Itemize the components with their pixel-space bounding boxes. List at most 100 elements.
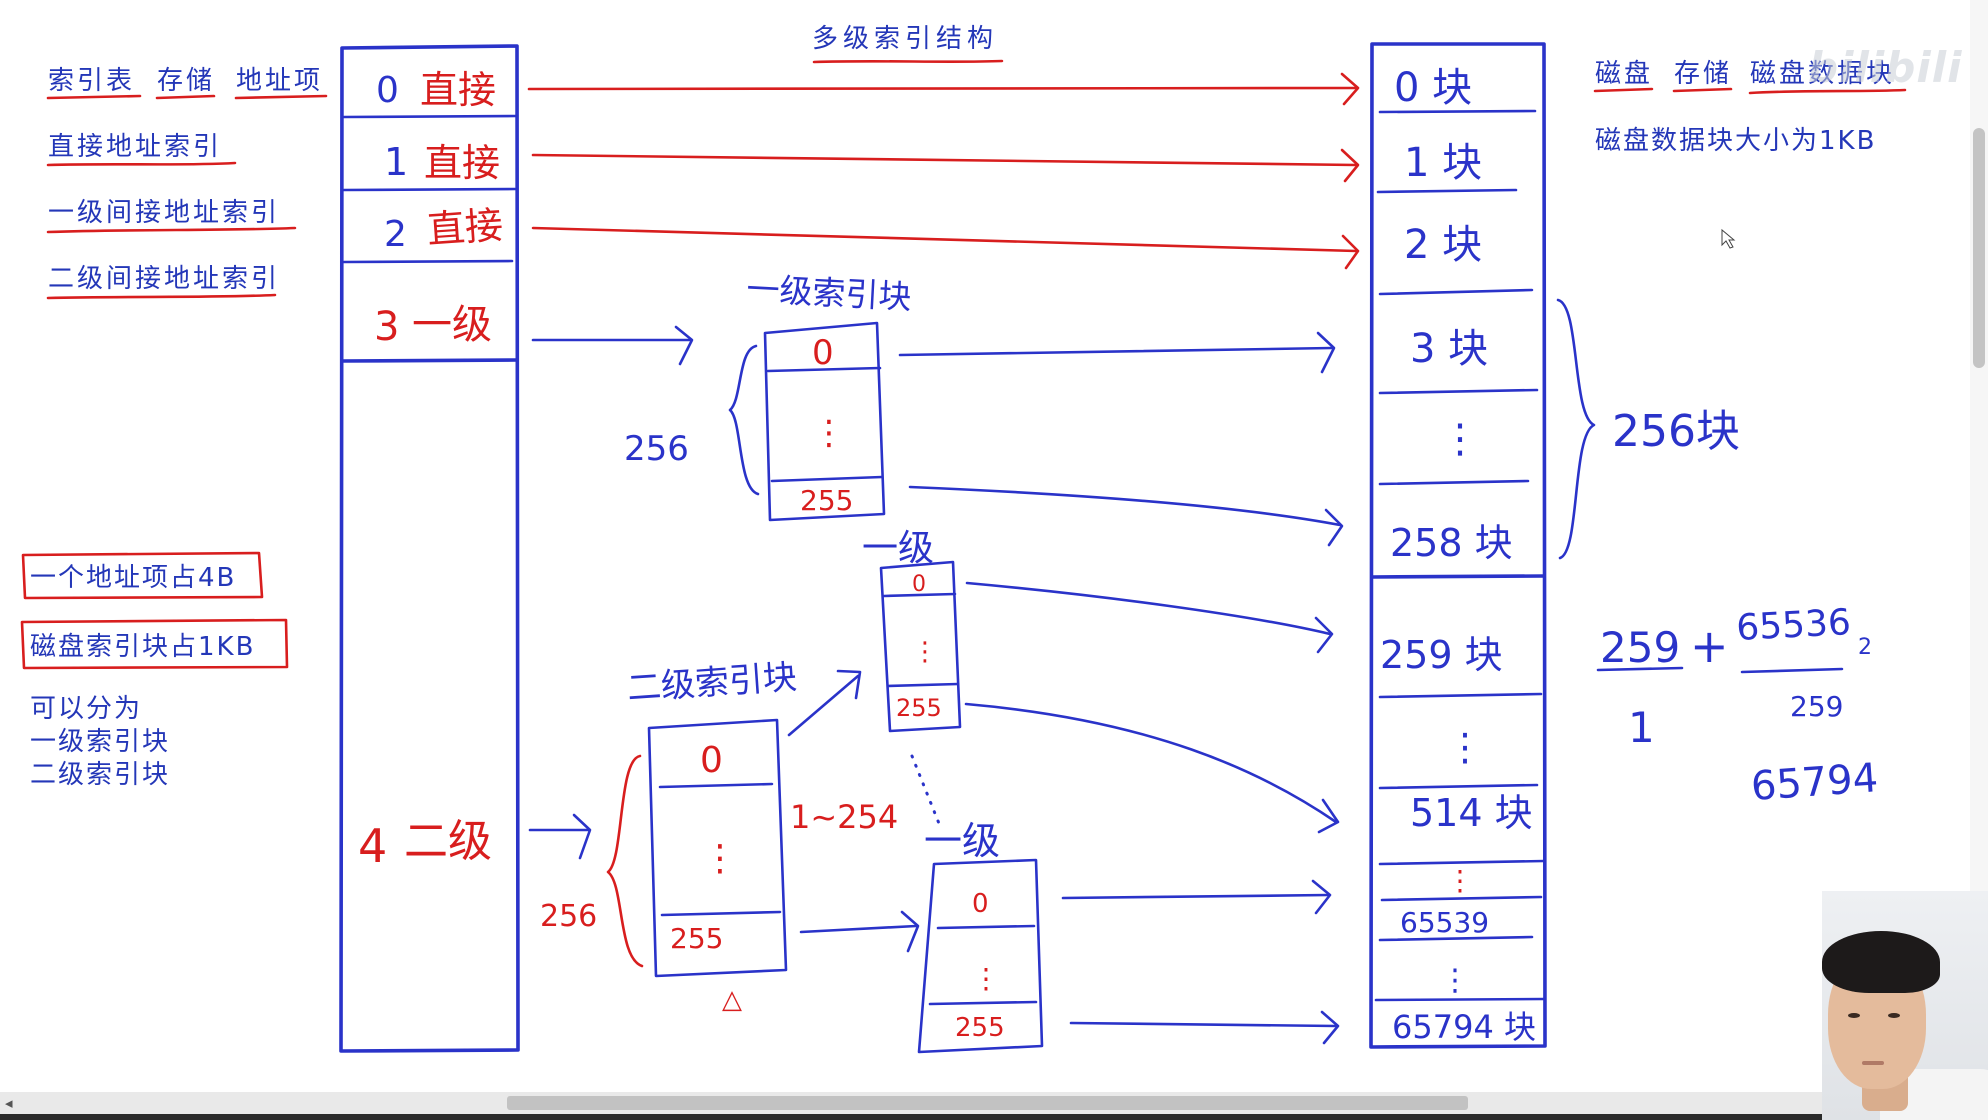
index-entry-first: 0 — [700, 740, 723, 781]
index-entry-ellipsis: ⋮ — [912, 637, 938, 667]
arrow-to-level1-b — [801, 926, 916, 932]
horizontal-scrollbar-thumb[interactable] — [507, 1096, 1468, 1110]
level1-block-b: 一级 0 ⋮ 255 — [919, 819, 1338, 1052]
title-underline — [814, 61, 1002, 62]
disk-block-divider — [1380, 694, 1541, 697]
direct-pointer-arrows — [529, 74, 1358, 268]
legend-underline — [48, 96, 140, 98]
index-block-divider — [660, 784, 772, 787]
legend-single-indirect: 一级间接地址索引 — [48, 198, 280, 228]
left-brace — [730, 346, 758, 494]
disk-block-label: 65794 块 — [1392, 1008, 1536, 1046]
diagram-title: 多级索引结构 — [812, 24, 998, 54]
calc-operator: + — [1690, 619, 1729, 673]
vertical-scrollbar-thumb[interactable] — [1973, 128, 1985, 368]
disk-block-label: 1 块 — [1404, 140, 1482, 186]
right-brace — [1558, 300, 1594, 558]
calc-b: 65536 — [1735, 602, 1852, 649]
arrowhead — [1318, 333, 1334, 372]
index-entry-last: 255 — [670, 922, 723, 955]
legend-underline — [157, 96, 214, 98]
index-row-0-number: 0 — [376, 70, 399, 111]
level1-block-heading: 一级 — [924, 819, 1000, 863]
triangle-mark: △ — [722, 985, 742, 1015]
legend-underline — [48, 295, 275, 298]
disk-block-label: 258 块 — [1390, 521, 1513, 565]
double-index-block: 二级索引块 0 ⋮ 255 256 △ 1~254 — [530, 657, 940, 1015]
index-row-1-type: 直接 — [424, 141, 500, 185]
calc-bar — [1742, 669, 1842, 672]
note-address-item-size: 一个地址项占4B — [30, 563, 236, 593]
double-index-block-heading: 二级索引块 — [626, 657, 798, 709]
index-block-divider — [930, 1002, 1036, 1004]
index-row-2-number: 2 — [384, 214, 407, 255]
arrow-row-2 — [533, 228, 1356, 251]
arrow-entry-first — [967, 583, 1330, 634]
index-block-divider — [772, 477, 882, 481]
arrowhead — [1322, 1012, 1338, 1043]
calc-b-mark: 2 — [1858, 635, 1872, 660]
note-level2-block: 二级索引块 — [30, 760, 170, 790]
index-block-divider — [938, 926, 1034, 928]
disk-block-label: 65539 — [1400, 906, 1489, 939]
level1-block-heading: 一级 — [862, 528, 934, 569]
disk-block-label: 0 块 — [1394, 65, 1472, 111]
double-index-count: 256 — [540, 899, 597, 934]
presenter-hair — [1822, 931, 1940, 993]
calc-result: 65794 — [1749, 755, 1879, 810]
disk-block-divider — [1380, 290, 1532, 294]
index-row-3-number: 3 — [374, 304, 399, 350]
legend-address-item: 地址项 — [236, 66, 323, 96]
legend-underline — [1595, 89, 1652, 91]
index-table-divider — [342, 360, 517, 361]
presenter-eye — [1848, 1013, 1860, 1018]
single-index-block-heading: 一级索引块 — [746, 269, 913, 317]
arrowhead — [1326, 510, 1342, 545]
legend-underline — [48, 163, 235, 165]
legend-index-table: 索引表 — [48, 66, 135, 96]
calc-a-under: 1 — [1628, 703, 1655, 752]
arrow-entry-last — [910, 487, 1340, 525]
legend-underline — [1674, 89, 1731, 91]
calc-a: 259 — [1600, 623, 1680, 672]
single-index-block: 一级索引块 0 ⋮ 255 256 — [533, 269, 1342, 545]
arrowhead — [1316, 618, 1332, 652]
index-entry-first: 0 — [812, 333, 834, 373]
index-block-divider — [662, 912, 780, 915]
index-legend: 索引表 存储 地址项 直接地址索引 一级间接地址索引 二级间接地址索引 — [48, 66, 326, 298]
legend-underline — [48, 228, 295, 232]
index-table-divider — [344, 116, 516, 117]
mouse-cursor-icon — [1722, 230, 1734, 248]
disk-block-divider — [1378, 190, 1516, 192]
arrow-entry-last — [1071, 1023, 1336, 1026]
arrow-entry-first — [1063, 895, 1328, 898]
disk-block-divider — [1380, 481, 1528, 484]
disk-block-ellipsis: ⋮ — [1440, 963, 1470, 998]
legend-underline — [236, 96, 326, 98]
index-entry-last: 255 — [896, 694, 942, 722]
disk-block-divider — [1380, 785, 1537, 788]
arrow-row-0 — [529, 88, 1356, 89]
legend-direct: 直接地址索引 — [48, 132, 222, 162]
window-bottom-edge — [0, 1114, 1988, 1120]
index-row-2-type: 直接 — [426, 203, 505, 252]
index-entry-last: 255 — [800, 484, 853, 517]
scroll-left-icon[interactable]: ◂ — [5, 1094, 13, 1112]
disk-block-ellipsis: ⋮ — [1446, 864, 1474, 897]
index-table-frame — [341, 46, 518, 1051]
single-range: 256块 — [1558, 300, 1740, 558]
calculation: 259 1 + 65536 2 259 65794 — [1598, 602, 1880, 810]
arrow-to-level1-a — [789, 676, 858, 735]
horizontal-scrollbar[interactable]: ◂ — [0, 1092, 1988, 1114]
presenter-eye — [1888, 1013, 1900, 1018]
index-table: 0 直接 1 直接 2 直接 3 一级 4 二级 — [341, 46, 518, 1051]
index-entry-ellipsis: ⋮ — [972, 962, 1000, 995]
index-table-divider — [344, 189, 515, 190]
arrowhead — [1313, 881, 1330, 913]
arrowhead — [902, 912, 918, 951]
index-block-divider — [888, 684, 958, 686]
disk-block-divider — [1380, 390, 1537, 393]
arrowhead — [574, 815, 590, 858]
index-row-0-type: 直接 — [420, 68, 496, 112]
